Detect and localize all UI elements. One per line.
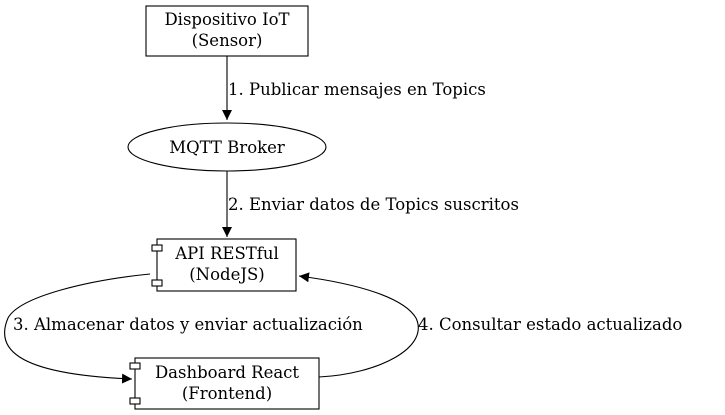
node-api-box [156, 238, 297, 292]
node-api-title: API RESTful [174, 244, 279, 263]
node-api-port-bottom [151, 279, 163, 287]
node-mqtt-broker: MQTT Broker [127, 122, 327, 172]
node-dashboard-title: Dashboard React [155, 363, 299, 382]
node-mqtt-broker-ellipse [127, 122, 327, 172]
edge-mqtt-to-api: 2. Enviar datos de Topics suscritos [222, 171, 519, 237]
node-api: API RESTful (NodeJS) [151, 238, 297, 292]
node-iot-device-title: Dispositivo IoT [164, 10, 289, 29]
edge-api-to-dashboard-label: 3. Almacenar datos y enviar actualizació… [13, 315, 363, 334]
edge-mqtt-to-api-label: 2. Enviar datos de Topics suscritos [228, 195, 519, 214]
node-dashboard-port-bottom [129, 397, 141, 405]
node-iot-device-subtitle: (Sensor) [192, 31, 263, 50]
node-iot-device: Dispositivo IoT (Sensor) [145, 5, 309, 57]
edge-dashboard-to-api-label: 4. Consultar estado actualizado [418, 315, 682, 334]
node-api-port-top [151, 244, 163, 252]
node-dashboard-box [134, 357, 320, 410]
node-dashboard-subtitle: (Frontend) [182, 384, 272, 403]
node-dashboard: Dashboard React (Frontend) [129, 357, 320, 410]
edge-iot-to-mqtt-label: 1. Publicar mensajes en Topics [228, 80, 486, 99]
node-api-subtitle: (NodeJS) [189, 265, 265, 284]
node-dashboard-port-top [129, 362, 141, 370]
edge-api-to-dashboard: 3. Almacenar datos y enviar actualizació… [4, 273, 363, 384]
edge-iot-to-mqtt: 1. Publicar mensajes en Topics [222, 56, 486, 120]
node-iot-device-box [145, 5, 309, 57]
edge-dashboard-to-api-arrow [298, 272, 419, 378]
node-mqtt-broker-title: MQTT Broker [169, 138, 285, 157]
edge-api-to-dashboard-arrow [4, 273, 151, 384]
edge-dashboard-to-api: 4. Consultar estado actualizado [298, 272, 682, 378]
